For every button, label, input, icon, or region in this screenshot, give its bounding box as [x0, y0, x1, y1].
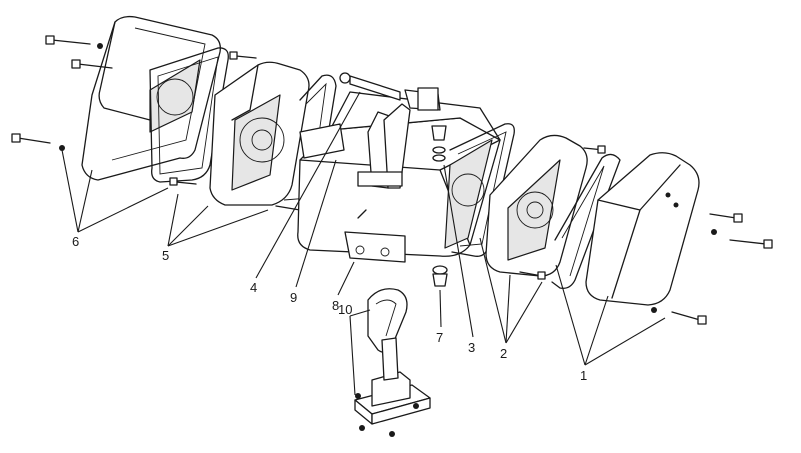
callout-2: 2 [500, 346, 507, 361]
callout-labels: 1 2 3 4 5 6 7 8 9 10 [72, 234, 587, 383]
callout-5: 5 [162, 248, 169, 263]
callout-4: 4 [250, 280, 257, 295]
central-body [297, 91, 501, 263]
callout-7: 7 [436, 330, 443, 345]
callout-8: 8 [332, 298, 339, 313]
leader-lines [61, 91, 666, 396]
callout-9: 9 [290, 290, 297, 305]
callout-1: 1 [580, 368, 587, 383]
top-shaft-assembly [339, 72, 441, 111]
right-piston-housing [485, 134, 588, 277]
mounting-bracket [354, 288, 431, 437]
end-cap-bolts [11, 35, 773, 325]
callout-10: 10 [338, 302, 352, 317]
callout-3: 3 [468, 340, 475, 355]
left-gasket [149, 47, 229, 183]
plug-and-stop-screw [431, 125, 448, 287]
right-end-cap [585, 152, 700, 306]
left-piston-housing [209, 61, 310, 206]
callout-6: 6 [72, 234, 79, 249]
